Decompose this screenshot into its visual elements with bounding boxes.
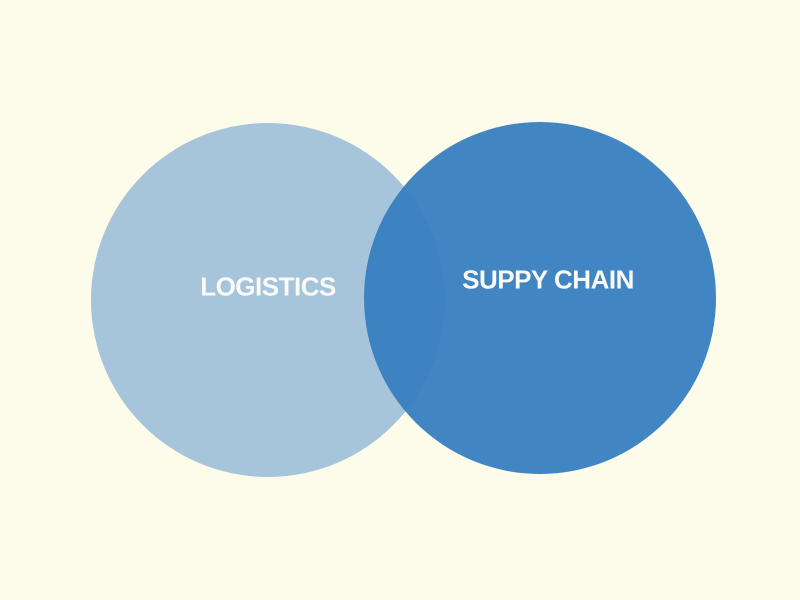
logistics-label: LOGISTICS bbox=[200, 271, 336, 302]
venn-circle-supply-chain bbox=[364, 122, 716, 474]
supply-chain-label: SUPPY CHAIN bbox=[462, 264, 634, 295]
